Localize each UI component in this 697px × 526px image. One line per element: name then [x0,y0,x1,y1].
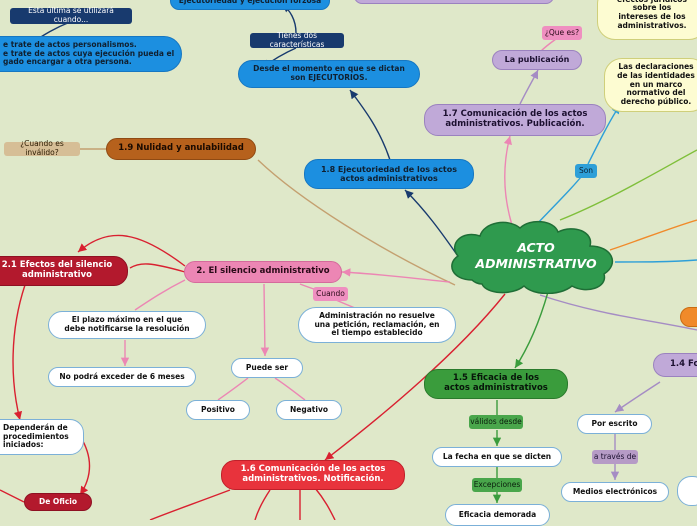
node-validos-desde[interactable]: válidos desde [469,415,523,429]
node-no-exceder[interactable]: No podrá exceder de 6 meses [48,367,196,387]
node-plazo-maximo[interactable]: El plazo máximo en el que debe notificar… [48,311,206,339]
node-cuando[interactable]: Cuando [313,287,348,301]
node-son[interactable]: Son [575,164,597,178]
link-puedeser-positivo [217,377,249,401]
link-central-16 [324,293,506,461]
node-negativo[interactable]: Negativo [276,400,342,420]
node-1-7-comunicacion[interactable]: 1.7 Comunicación de los actos administra… [424,104,606,136]
node-tienes-dos[interactable]: Tienes dos características [250,31,344,48]
link-16-down-2 [254,489,271,520]
link-central-green-right [559,149,697,221]
node-ultima[interactable]: Esta última se utilizará cuando... [10,7,132,24]
link-21-dependeran [12,284,26,421]
node-medios-electronicos[interactable]: Medios electrónicos [561,482,669,502]
link-silencio-plazo [134,279,186,311]
link-18-desde [349,89,391,161]
node-1-4-fo[interactable]: 1.4 Fo [653,353,697,377]
node-purple-top[interactable] [354,0,554,4]
node-1-6-comunicacion[interactable]: 1.6 Comunicación de los actos administra… [221,460,405,490]
central-topic[interactable]: ACTO ADMINISTRATIVO [442,218,622,294]
link-silencio-puedeser [260,283,270,357]
node-que-es[interactable]: ¿Que es? [542,26,582,40]
link-central-mauve-right [539,294,697,331]
link-central-cyan-right [614,259,697,263]
central-title: ACTO ADMINISTRATIVO [475,240,597,271]
node-por-escrito[interactable]: Por escrito [577,414,652,434]
node-desde-momento[interactable]: Desde el momento en que se dictan son EJ… [238,60,420,88]
node-positivo[interactable]: Positivo [186,400,250,420]
node-white-right[interactable] [677,476,697,506]
node-fecha-dicten[interactable]: La fecha en que se dicten [432,447,562,467]
node-2-silencio[interactable]: 2. El silencio administrativo [184,261,342,283]
node-de-oficio[interactable]: De Oficio [24,493,92,511]
node-1-9-nulidad[interactable]: 1.9 Nulidad y anulabilidad [106,138,256,160]
link-17-publicacion [519,69,539,105]
link-oficio-left [0,489,25,503]
central-cloud-shape [451,220,614,294]
node-1-5-eficacia[interactable]: 1.5 Eficacia de los actos administrativo… [424,369,568,399]
node-ejecucion-forzosa[interactable]: Ejecutoriedad y ejecución forzosa [170,0,330,10]
node-a-traves-de[interactable]: a través de [592,450,638,464]
node-personalismos[interactable]: e trate de actos personalismos. e trate … [0,36,182,72]
link-central-15 [514,291,549,369]
node-2-1-efectos-silencio[interactable]: 2.1 Efectos del silencio administrativo [0,256,128,286]
link-central-orange-right [609,219,697,251]
node-eficacia-demorada[interactable]: Eficacia demorada [445,504,550,526]
node-puede-ser[interactable]: Puede ser [231,358,303,378]
link-puedeser-negativo [274,377,306,401]
link-21-efectos-arrow [77,234,186,267]
link-16-down-1 [149,489,231,520]
link-silencio-21 [129,263,186,273]
node-publicacion[interactable]: La publicación [492,50,582,70]
node-dependeran[interactable]: Dependerán de procedimientos iniciados: [0,419,84,455]
node-efectos-juridicos[interactable]: efectos jurídicos sobre los intereses de… [597,0,697,40]
link-14-porescrito [614,381,661,413]
node-declaraciones[interactable]: Las declaraciones de las identidades en … [604,58,697,112]
link-central-silencio [341,268,451,283]
link-central-nulidad [257,159,456,286]
node-excepciones[interactable]: Excepciones [472,478,522,492]
node-cuando-invalido[interactable]: ¿Cuando es inválido? [4,140,80,157]
node-no-resuelve[interactable]: Administración no resuelve una petición,… [298,307,456,343]
link-16-down-4 [314,487,336,520]
node-orange-right[interactable] [680,307,697,327]
node-1-8-ejecutoriedad[interactable]: 1.8 Ejecutoriedad de los actos actos adm… [304,159,474,189]
